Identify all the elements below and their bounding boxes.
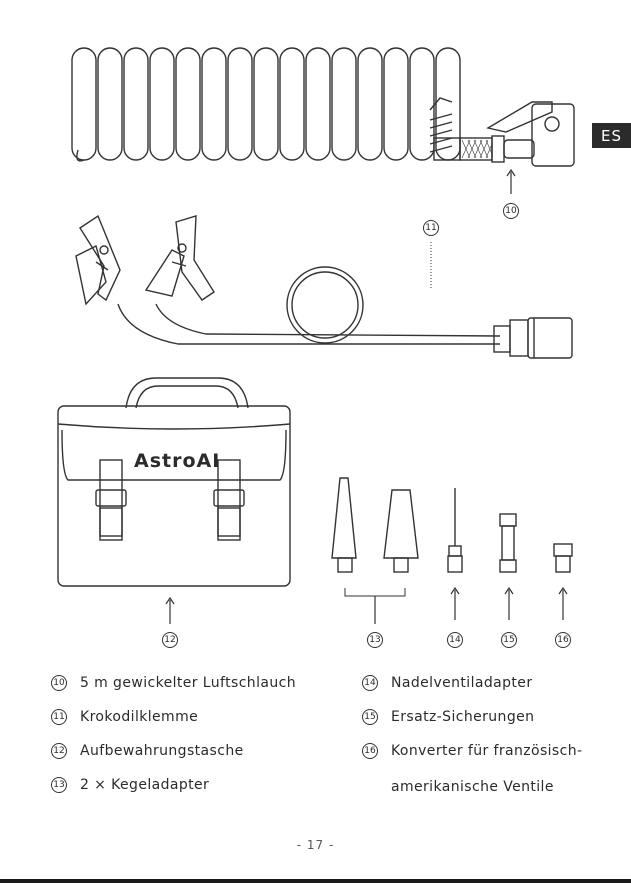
page-number: - 17 - — [0, 838, 631, 852]
callout-12: 12 — [162, 632, 178, 648]
callout-10: 10 — [503, 203, 519, 219]
footer-rule — [0, 879, 631, 883]
brand-logo: AstroAI — [134, 450, 220, 472]
needle-adapter-illustration — [448, 488, 462, 572]
valve-converter-illustration — [554, 544, 572, 572]
callout-13: 13 — [367, 632, 383, 648]
spare-fuse-illustration — [500, 514, 516, 572]
callout-16: 16 — [555, 632, 571, 648]
cone-adapters-illustration — [332, 478, 418, 572]
callout-14: 14 — [447, 632, 463, 648]
knurl-pattern — [462, 140, 492, 158]
alligator-clamp-cable-illustration — [76, 216, 572, 358]
storage-bag-illustration — [58, 378, 290, 586]
product-illustrations — [0, 0, 631, 670]
coiled-air-hose-illustration — [72, 48, 574, 166]
callout-11: 11 — [423, 220, 439, 236]
legend-item-continuation: amerikanische Ventile — [391, 779, 554, 795]
callout-15: 15 — [501, 632, 517, 648]
